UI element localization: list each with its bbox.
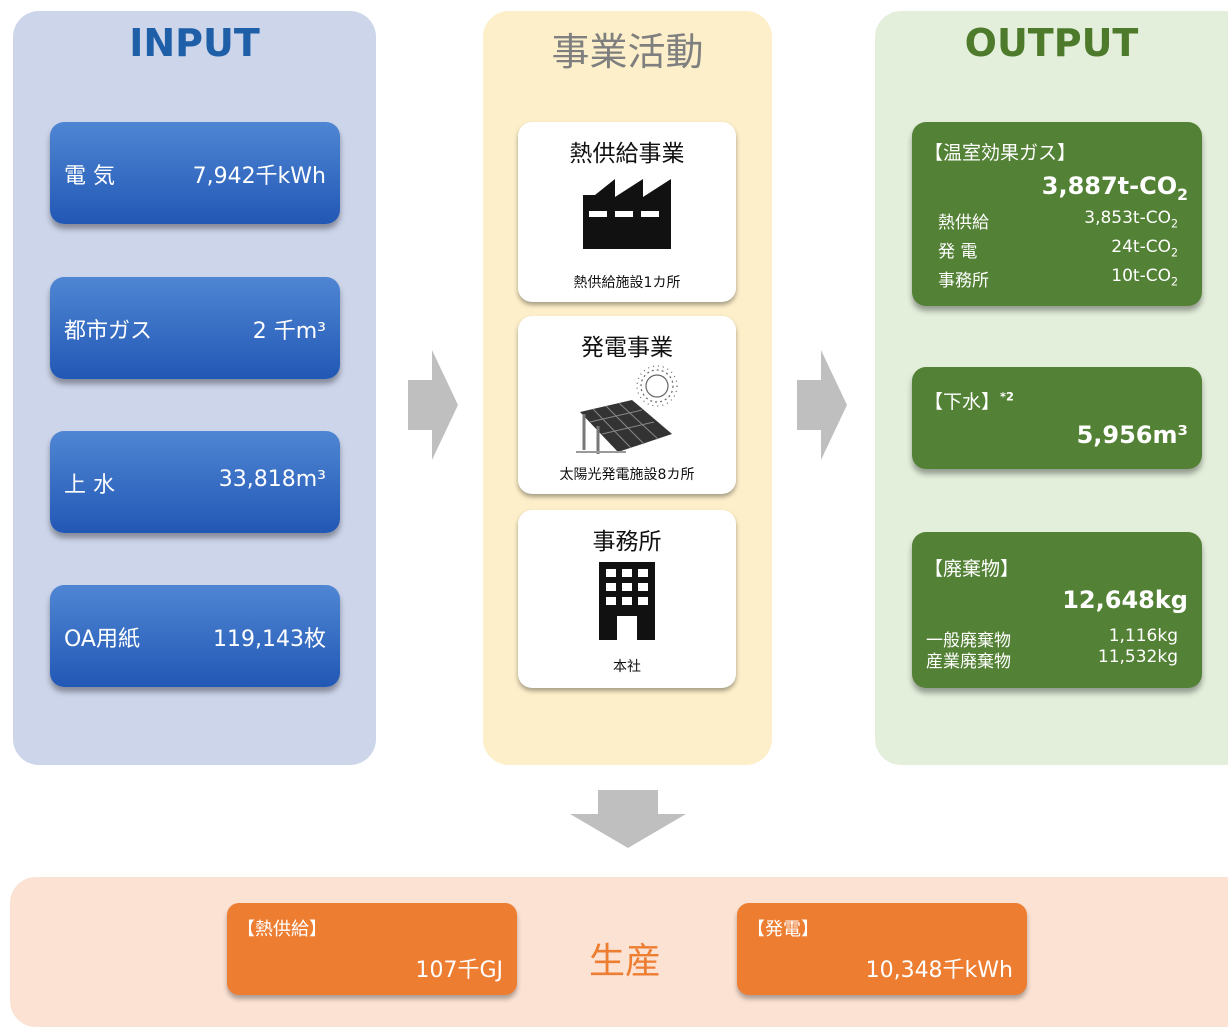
production-heat-value: 107千GJ — [415, 958, 503, 983]
input-city-gas: 都市ガス 2 千m³ — [50, 277, 340, 379]
input-oa-paper-value: 119,143枚 — [213, 627, 326, 652]
input-water-value: 33,818m³ — [218, 467, 326, 492]
input-city-gas-label: 都市ガス — [64, 319, 153, 344]
arrow-right-icon — [408, 350, 458, 460]
input-oa-paper-label: OA用紙 — [64, 627, 140, 652]
output-waste-total: 12,648kg — [1062, 586, 1188, 614]
input-title: INPUT — [129, 21, 260, 65]
solar-panel-icon — [518, 364, 736, 462]
production-label: 生産 — [588, 941, 661, 982]
production-heat-head: 【熱供給】 — [237, 919, 327, 940]
output-waste: 【廃棄物】 12,648kg 一般廃棄物 1,116kg 産業廃棄物 11,53… — [912, 532, 1202, 688]
input-electricity-value: 7,942千kWh — [192, 164, 326, 189]
output-sewage-total: 5,956m³ — [1076, 421, 1188, 449]
business-card-office: 事務所 本社 — [518, 510, 736, 688]
production-heat-supply: 【熱供給】 107千GJ — [227, 903, 517, 995]
arrow-down-icon — [570, 790, 686, 848]
output-waste-head: 【廃棄物】 — [924, 558, 1020, 580]
arrow-right-icon — [797, 350, 847, 460]
production-power: 【発電】 10,348千kWh — [737, 903, 1027, 995]
input-electricity-label: 電 気 — [64, 164, 115, 189]
business-card-power: 発電事業 太陽光発電施設8カ所 — [518, 316, 736, 494]
production-power-value: 10,348千kWh — [865, 958, 1013, 983]
input-electricity: 電 気 7,942千kWh — [50, 122, 340, 224]
business-card-heat-supply: 熱供給事業 熱供給施設1カ所 — [518, 122, 736, 302]
business-card-power-name: 発電事業 — [581, 335, 673, 361]
output-sewage-head: 【下水】*2 — [924, 389, 1014, 413]
output-sewage: 【下水】*2 5,956m³ — [912, 367, 1202, 469]
factory-icon — [518, 177, 736, 255]
input-oa-paper: OA用紙 119,143枚 — [50, 585, 340, 687]
business-card-office-name: 事務所 — [592, 529, 662, 555]
business-card-heat-supply-name: 熱供給事業 — [569, 141, 685, 167]
business-card-office-sub: 本社 — [613, 659, 641, 675]
output-title: OUTPUT — [964, 21, 1139, 65]
business-card-heat-supply-sub: 熱供給施設1カ所 — [573, 275, 681, 291]
input-water-label: 上 水 — [64, 473, 115, 498]
business-activity-title: 事業活動 — [551, 30, 704, 74]
production-power-head: 【発電】 — [747, 919, 819, 940]
output-greenhouse-gas: 【温室効果ガス】 3,887t-CO2 熱供給 3,853t-CO2 発 電 2… — [912, 122, 1202, 306]
input-city-gas-value: 2 千m³ — [252, 319, 326, 344]
input-water: 上 水 33,818m³ — [50, 431, 340, 533]
output-ghg-head: 【温室効果ガス】 — [924, 142, 1077, 164]
business-card-power-sub: 太陽光発電施設8カ所 — [559, 467, 695, 483]
output-ghg-total: 3,887t-CO2 — [1041, 172, 1188, 204]
office-building-icon — [518, 560, 736, 646]
